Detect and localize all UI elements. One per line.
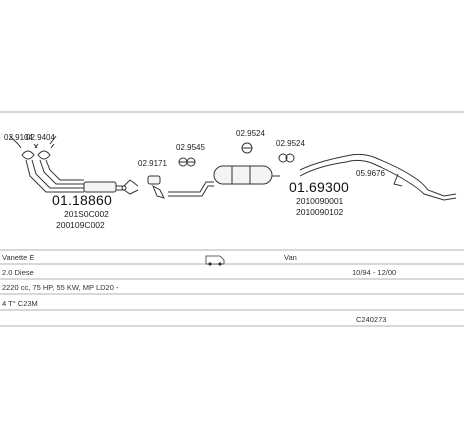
rear-silencer-oe-1: 2010090001 — [296, 196, 344, 206]
mount-1 — [147, 175, 161, 185]
vehicle-model: Vanette E — [2, 253, 34, 262]
vehicle-spec: 2220 cc, 75 HP, 55 KW, MP LD20 - — [2, 283, 119, 292]
vehicle-chassis: 4 T° C23M — [2, 299, 38, 308]
clamp-right — [33, 143, 55, 160]
vehicle-info-table: Vanette E Van 2.0 Diese 10/94 - 12/00 22… — [0, 249, 464, 327]
mount-2 — [178, 157, 196, 167]
tail-mount-number: 05.9676 — [356, 169, 385, 178]
rear-silencer — [168, 165, 280, 197]
clamp-left-number: 02.9104 — [4, 133, 33, 142]
front-pipe — [25, 159, 139, 195]
mount-3 — [241, 142, 253, 154]
rear-silencer-number: 01.69300 — [289, 179, 349, 195]
clamp-left — [17, 143, 39, 160]
front-pipe-oe-1: 201S0C002 — [64, 209, 109, 219]
mount-4-number: 02.9524 — [276, 139, 305, 148]
rear-silencer-oe-2: 2010090102 — [296, 207, 344, 217]
catalog-code: C240273 — [356, 315, 386, 324]
tail-pipe — [299, 153, 457, 201]
front-pipe-oe-2: 200109C002 — [56, 220, 105, 230]
mount-2-number: 02.9545 — [176, 143, 205, 152]
front-pipe-number: 01.18860 — [52, 192, 112, 208]
clamp-right-number: 02.9404 — [26, 133, 55, 142]
vehicle-body: Van — [284, 253, 297, 262]
bracket — [152, 184, 165, 199]
mount-3-number: 02.9524 — [236, 129, 265, 138]
mount-1-number: 02.9171 — [138, 159, 167, 168]
vehicle-years: 10/94 - 12/00 — [352, 268, 396, 277]
van-body-icon — [205, 255, 225, 266]
vehicle-engine: 2.0 Diese — [2, 268, 34, 277]
tail-mount — [393, 173, 403, 187]
mount-4 — [278, 153, 295, 163]
